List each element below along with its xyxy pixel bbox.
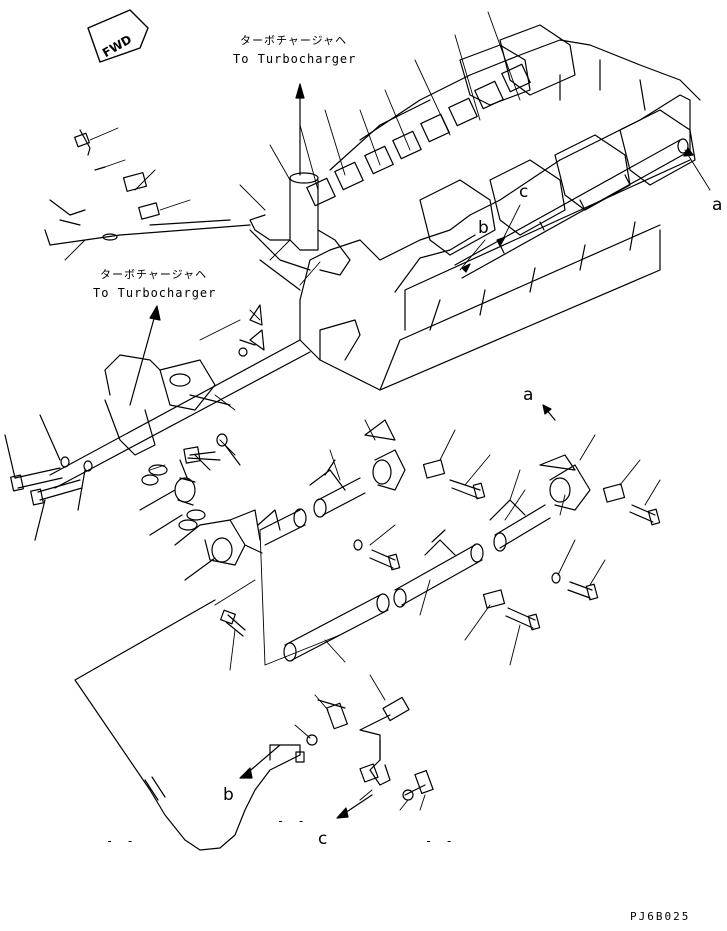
dash-label-right: - -: [425, 834, 456, 848]
leader-lines-middle: [149, 309, 661, 671]
fwd-arrow-icon: [87, 9, 149, 63]
exhaust-port-row: [306, 63, 531, 207]
callout-b-lower: b: [223, 785, 234, 805]
leader-lines-lower: [294, 674, 426, 811]
intermediate-pipes: [257, 419, 591, 662]
callout-a-lower: a: [523, 385, 534, 405]
bolts-left: [4, 414, 93, 541]
turbo-arrow-mid: [129, 305, 161, 406]
callout-b-upper: b: [478, 218, 489, 238]
callout-a-upper: a: [712, 195, 723, 215]
callout-arrows-lower: [239, 404, 556, 819]
turbo-top-en-label: To Turbocharger: [233, 52, 357, 66]
temperature-sensor-lower: [74, 599, 434, 851]
dash-label-left: - -: [106, 834, 137, 848]
callout-arrows-upper: [461, 147, 694, 273]
turbo-riser-pipe: [249, 83, 351, 291]
turbo-top-jp-label: ターボチャージャヘ: [240, 34, 348, 47]
turbo-mid-en-label: To Turbocharger: [93, 286, 217, 300]
callout-c-lower: c: [318, 829, 328, 849]
upper-manifold-pipe: [454, 138, 689, 279]
main-manifold-pipe: [49, 304, 311, 489]
leader-lines-upper: [64, 11, 711, 286]
drawing-code: PJ6B025: [630, 910, 691, 923]
temperature-sensor-upper: [44, 129, 251, 246]
callout-c-upper: c: [519, 182, 529, 202]
bellows-elbow-group: [139, 433, 263, 581]
turbo-mid-jp-label: ターボチャージャヘ: [100, 268, 208, 281]
engine-block: [299, 24, 701, 391]
spacers-bolts-middle: [220, 459, 661, 637]
dash-label-middle: - -: [277, 814, 308, 828]
